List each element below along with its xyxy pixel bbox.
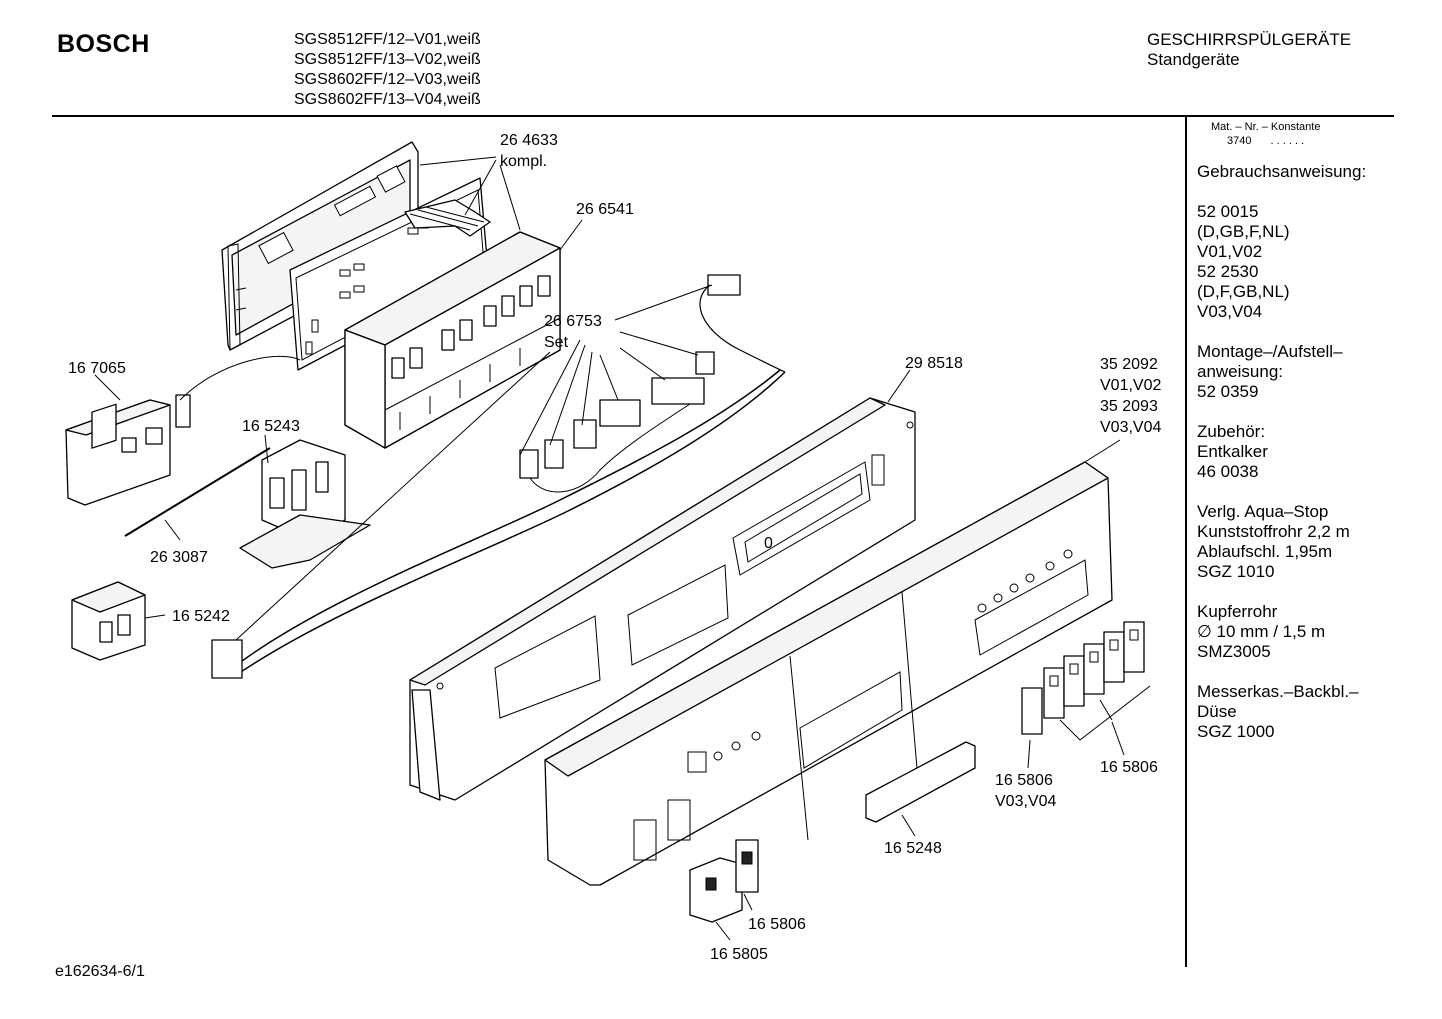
display-module <box>65 355 301 506</box>
model-2: SGS8512FF/13–V02,weiß <box>294 51 481 68</box>
info-line: Messerkas.–Backbl.– <box>1197 682 1359 701</box>
info-line: 52 0015 <box>1197 202 1259 221</box>
info-line: Kupferrohr <box>1197 602 1278 621</box>
model-3: SGS8602FF/12–V03,weiß <box>294 71 481 88</box>
info-line: Ablaufschl. 1,95m <box>1197 542 1333 561</box>
info-line: anweisung: <box>1197 362 1284 381</box>
info-line: Kunststoffrohr 2,2 m <box>1197 522 1350 541</box>
small-button-pair <box>689 839 759 923</box>
info-line: Gebrauchsanweisung: <box>1197 162 1367 181</box>
info-line: SMZ3005 <box>1197 642 1271 661</box>
info-group-installation: Montage–/Aufstell– anweisung: 52 0359 <box>1197 342 1366 402</box>
exploded-parts-diagram: 26 4633 kompl. 26 6541 26 6753 Set 16 70… <box>65 132 1161 963</box>
model-list: SGS8512FF/12–V01,weiß SGS8512FF/13–V02,w… <box>294 30 481 110</box>
matnr-dots: . . . . . . <box>1270 135 1305 147</box>
material-number-block: Mat. – Nr. – Konstante 3740 . . . . . . <box>1211 120 1320 148</box>
relay-socket <box>71 581 146 661</box>
info-line: Zubehör: <box>1197 422 1266 441</box>
info-group-aquastop: Verlg. Aqua–Stop Kunststoffrohr 2,2 m Ab… <box>1197 502 1366 582</box>
wiring-harness <box>211 274 786 679</box>
label-266753: 26 6753 <box>544 313 602 330</box>
label-352092: 35 2092 <box>1100 356 1158 373</box>
info-line: SGZ 1010 <box>1197 562 1275 581</box>
info-line: 46 0038 <box>1197 462 1259 481</box>
info-line: Entkalker <box>1197 442 1268 461</box>
category-block: GESCHIRRSPÜLGERÄTE Standgeräte <box>1147 30 1351 70</box>
cover-strip <box>865 741 976 823</box>
info-line: V03,V04 <box>1197 302 1263 321</box>
label-263087: 26 3087 <box>150 549 208 566</box>
sidebar-divider <box>1185 117 1187 967</box>
label-264633: 26 4633 <box>500 132 558 149</box>
switch-assembly <box>239 439 371 569</box>
label-v0304-buttons: V03,V04 <box>995 793 1056 810</box>
info-line: 52 0359 <box>1197 382 1259 401</box>
matnr-value-row: 3740 . . . . . . <box>1211 134 1320 148</box>
label-165248: 16 5248 <box>884 840 942 857</box>
info-line: Montage–/Aufstell– <box>1197 342 1343 361</box>
category-title: GESCHIRRSPÜLGERÄTE <box>1147 30 1352 49</box>
label-165806-small: 16 5806 <box>748 916 806 933</box>
label-352093: 35 2093 <box>1100 398 1158 415</box>
label-zero: 0 <box>764 535 773 552</box>
control-module <box>344 231 561 449</box>
matnr-value: 3740 <box>1227 135 1252 147</box>
info-line: Verlg. Aqua–Stop <box>1197 502 1329 521</box>
drawing-code: e162634-6/1 <box>55 963 145 980</box>
info-line: ∅ 10 mm / 1,5 m <box>1197 622 1326 641</box>
label-v0304: V03,V04 <box>1100 419 1161 436</box>
leader-lines <box>94 156 1125 941</box>
info-group-manual-numbers: 52 0015 (D,GB,F,NL) V01,V02 52 2530 (D,F… <box>1197 202 1366 322</box>
info-group-copper-pipe: Kupferrohr ∅ 10 mm / 1,5 m SMZ3005 <box>1197 602 1366 662</box>
info-line: V01,V02 <box>1197 242 1263 261</box>
label-167065: 16 7065 <box>68 360 126 377</box>
info-line: SGZ 1000 <box>1197 722 1275 741</box>
info-line: Düse <box>1197 702 1237 721</box>
info-group-nozzle: Messerkas.–Backbl.– Düse SGZ 1000 <box>1197 682 1366 742</box>
label-165242: 16 5242 <box>172 608 230 625</box>
info-group-manual: Gebrauchsanweisung: <box>1197 162 1366 182</box>
label-298518: 29 8518 <box>905 355 963 372</box>
label-165806-right: 16 5806 <box>1100 759 1158 776</box>
info-line: 52 2530 <box>1197 262 1259 281</box>
header-divider <box>52 115 1394 117</box>
info-line: (D,GB,F,NL) <box>1197 222 1290 241</box>
matnr-label: Mat. – Nr. – Konstante <box>1211 121 1321 133</box>
label-165806-left: 16 5806 <box>995 772 1053 789</box>
front-fascia <box>544 461 1113 886</box>
model-1: SGS8512FF/12–V01,weiß <box>294 31 481 48</box>
brand-logo: BOSCH <box>57 30 150 58</box>
inner-panel <box>409 397 916 801</box>
category-subtitle: Standgeräte <box>1147 50 1240 69</box>
info-group-accessory: Zubehör: Entkalker 46 0038 <box>1197 422 1366 482</box>
label-v0102: V01,V02 <box>1100 377 1161 394</box>
model-4: SGS8602FF/13–V04,weiß <box>294 91 481 108</box>
sidebar-info: Gebrauchsanweisung: 52 0015 (D,GB,F,NL) … <box>1197 162 1366 762</box>
label-kompl: kompl. <box>500 153 547 170</box>
label-165243: 16 5243 <box>242 418 300 435</box>
label-165805: 16 5805 <box>710 946 768 963</box>
label-set: Set <box>544 334 569 351</box>
info-line: (D,F,GB,NL) <box>1197 282 1290 301</box>
rod <box>124 447 271 537</box>
label-266541: 26 6541 <box>576 201 634 218</box>
part-labels: 26 4633 kompl. 26 6541 26 6753 Set 16 70… <box>68 132 1161 963</box>
button-set <box>1021 621 1151 741</box>
